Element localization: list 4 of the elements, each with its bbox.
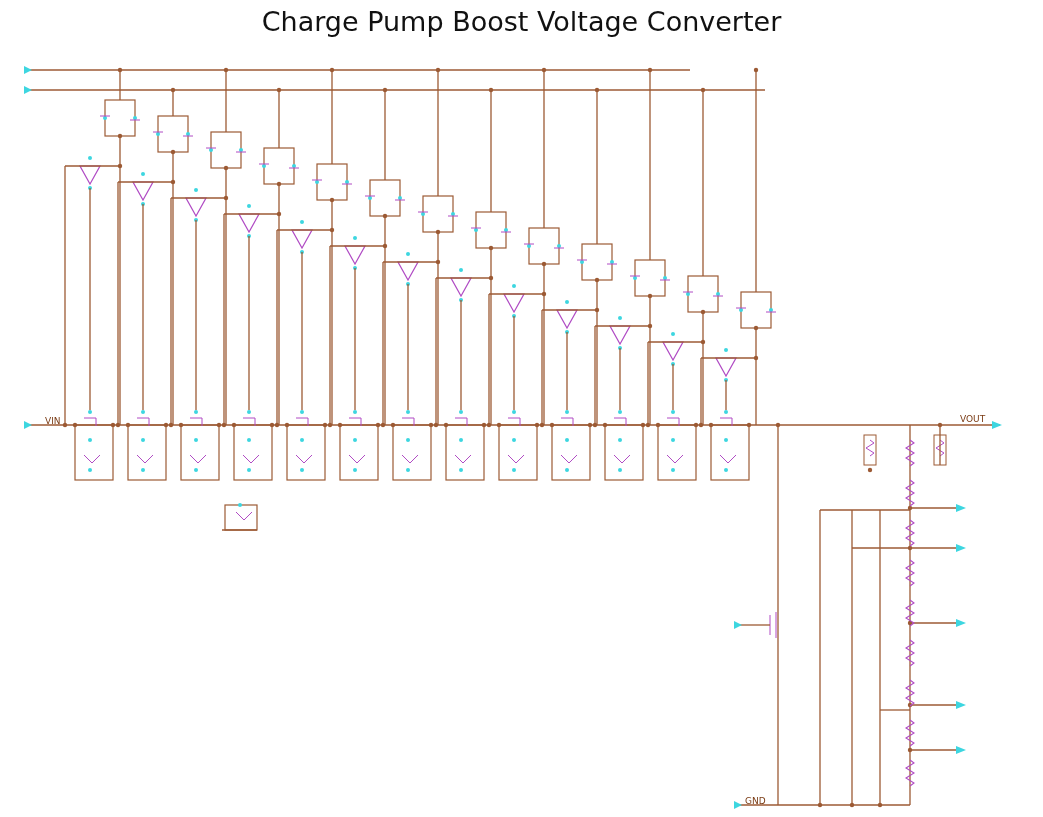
net-label: GND — [745, 796, 766, 806]
net-label: VOUT — [960, 414, 986, 424]
diagram-title: Charge Pump Boost Voltage Converter — [260, 6, 783, 37]
net-label: VIN — [45, 416, 61, 426]
